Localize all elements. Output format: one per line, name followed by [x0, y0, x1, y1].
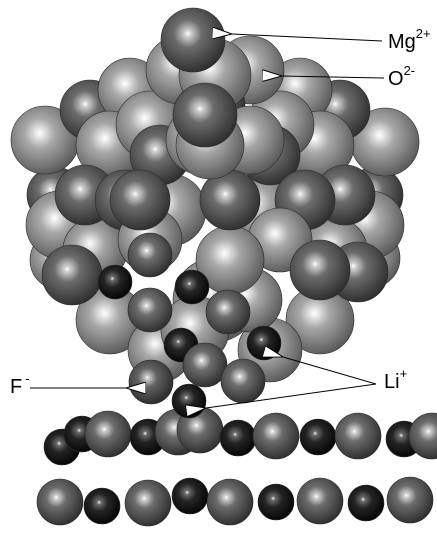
substrate-li-ion — [219, 419, 257, 457]
substrate-mg-ion — [252, 412, 300, 460]
substrate-mg-ion — [124, 479, 172, 527]
mg-ion — [41, 244, 103, 306]
mg-ion — [127, 232, 173, 278]
substrate-li-ion — [171, 477, 209, 515]
mg-label-charge: 2+ — [416, 26, 431, 41]
mg-ion — [127, 287, 173, 333]
li-pointer-line-upper — [283, 357, 377, 385]
mg-ion — [220, 358, 266, 404]
substrate-mg-ion — [296, 477, 344, 525]
substrate-li-ion — [257, 483, 295, 521]
substrate-mg-ion — [84, 410, 132, 458]
li-pointer-line-lower — [206, 383, 377, 408]
f-label: F- — [10, 371, 30, 398]
o-label: O2- — [388, 63, 415, 90]
f-label-base: F — [10, 376, 22, 398]
mg-ion — [289, 239, 351, 301]
f-ion — [128, 359, 174, 405]
substrate-li-ion — [347, 484, 385, 522]
li-ion — [246, 325, 282, 361]
substrate-mg-ion — [36, 478, 84, 526]
li-ion — [174, 269, 210, 305]
mg-label: Mg2+ — [388, 26, 431, 53]
o-pointer-line — [282, 76, 385, 78]
mg-ion — [205, 289, 251, 335]
li-ion — [97, 264, 133, 300]
substrate-mg-ion — [386, 476, 434, 524]
li-ion — [171, 383, 207, 419]
mg-ion — [160, 7, 226, 73]
substrate-li-ion — [299, 418, 337, 456]
li-label-base: Li — [384, 371, 400, 393]
substrate-mg-ion — [408, 412, 437, 460]
o-label-base: O — [388, 68, 404, 90]
mg-ion — [172, 82, 238, 148]
li-label-charge: + — [400, 366, 408, 381]
li-label: Li+ — [384, 366, 407, 393]
mg-label-base: Mg — [388, 31, 416, 53]
mg-ion — [109, 169, 171, 231]
mg-pointer-line — [232, 34, 383, 42]
substrate-li-ion — [83, 487, 121, 525]
substrate-layers — [36, 406, 437, 527]
ion-cluster — [10, 7, 420, 419]
substrate-mg-ion — [334, 412, 382, 460]
o-label-charge: 2- — [404, 63, 416, 78]
annotations: Mg2+ O2- F- Li+ — [10, 26, 431, 408]
mg-ion — [182, 342, 228, 388]
substrate-mg-ion — [206, 478, 254, 526]
f-label-charge: - — [25, 371, 29, 386]
